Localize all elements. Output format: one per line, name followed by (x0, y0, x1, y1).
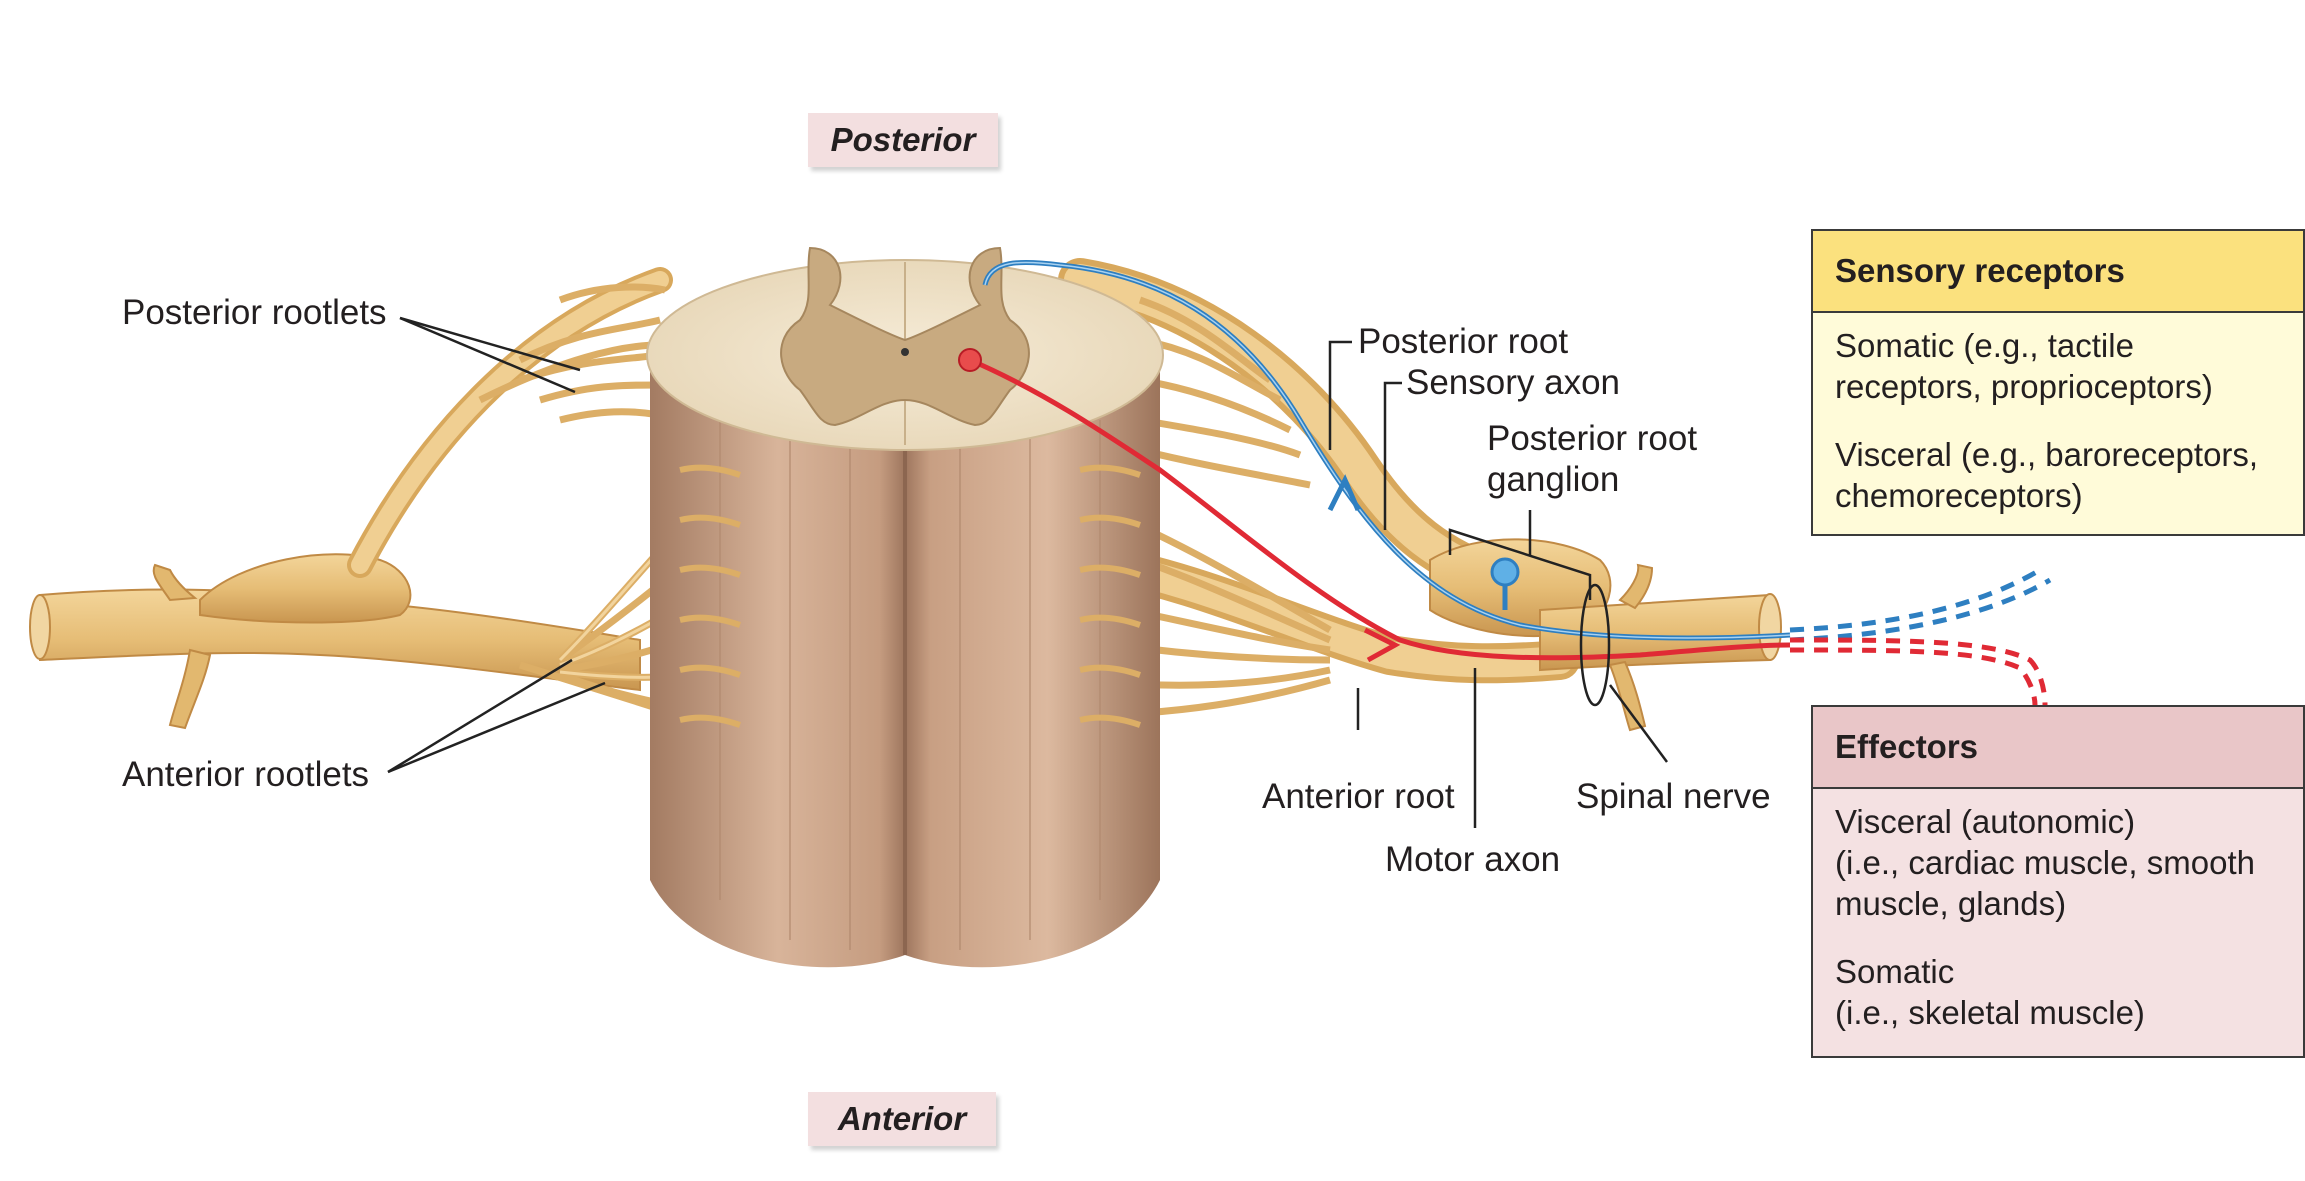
motor-direction-arrow (1363, 627, 1401, 663)
label-posterior-root: Posterior root (1358, 322, 1569, 361)
effectors-title: Effectors (1813, 707, 2303, 789)
label-anterior-rootlets: Anterior rootlets (122, 755, 370, 794)
right-anterior-rootlet-ends (1079, 464, 1141, 728)
posterior-tag: Posterior (808, 113, 998, 167)
effectors-body: Visceral (autonomic) (i.e., cardiac musc… (1813, 789, 2303, 1033)
sensory-neuron-cell-body (1490, 557, 1520, 587)
motor-neuron-cell-body (958, 348, 982, 372)
label-motor-axon: Motor axon (1385, 840, 1561, 879)
motor-axon-path (958, 348, 2048, 706)
effectors-line: (i.e., cardiac muscle, smooth (1835, 844, 2255, 881)
effectors-line: Visceral (autonomic) (1835, 803, 2136, 840)
label-posterior-root-ganglion-2: ganglion (1487, 460, 1620, 499)
effectors-line: Somatic (1835, 953, 1955, 990)
label-spinal-nerve: Spinal nerve (1576, 777, 1771, 816)
sensory-receptors-title: Sensory receptors (1813, 231, 2303, 313)
label-posterior-rootlets: Posterior rootlets (122, 293, 387, 332)
spinal-nerve-marker (1579, 583, 1611, 707)
label-anterior-root: Anterior root (1262, 777, 1455, 816)
effectors-line: (i.e., skeletal muscle) (1835, 994, 2145, 1031)
sensory-axon-path (982, 259, 2052, 643)
left-anterior-rootlet-ends (679, 464, 741, 728)
anterior-tag: Anterior (808, 1092, 996, 1146)
effectors-box: Effectors Visceral (autonomic) (i.e., ca… (1811, 705, 2305, 1058)
sensory-receptors-body: Somatic (e.g., tactile receptors, propri… (1813, 313, 2303, 516)
spinal-cord (646, 246, 1164, 968)
sensory-line: chemoreceptors) (1835, 477, 2083, 514)
sensory-line: Somatic (e.g., tactile (1835, 327, 2134, 364)
label-sensory-axon: Sensory axon (1406, 363, 1621, 402)
sensory-receptors-box: Sensory receptors Somatic (e.g., tactile… (1811, 229, 2305, 536)
leader-lines (387, 316, 1669, 828)
sensory-direction-arrow (1327, 474, 1361, 512)
sensory-line: Visceral (e.g., baroreceptors, (1835, 436, 2259, 473)
sensory-line: receptors, proprioceptors) (1835, 368, 2213, 405)
label-posterior-root-ganglion-1: Posterior root (1487, 419, 1698, 458)
effectors-line: muscle, glands) (1835, 885, 2067, 922)
left-spinal-nerve (29, 267, 743, 739)
